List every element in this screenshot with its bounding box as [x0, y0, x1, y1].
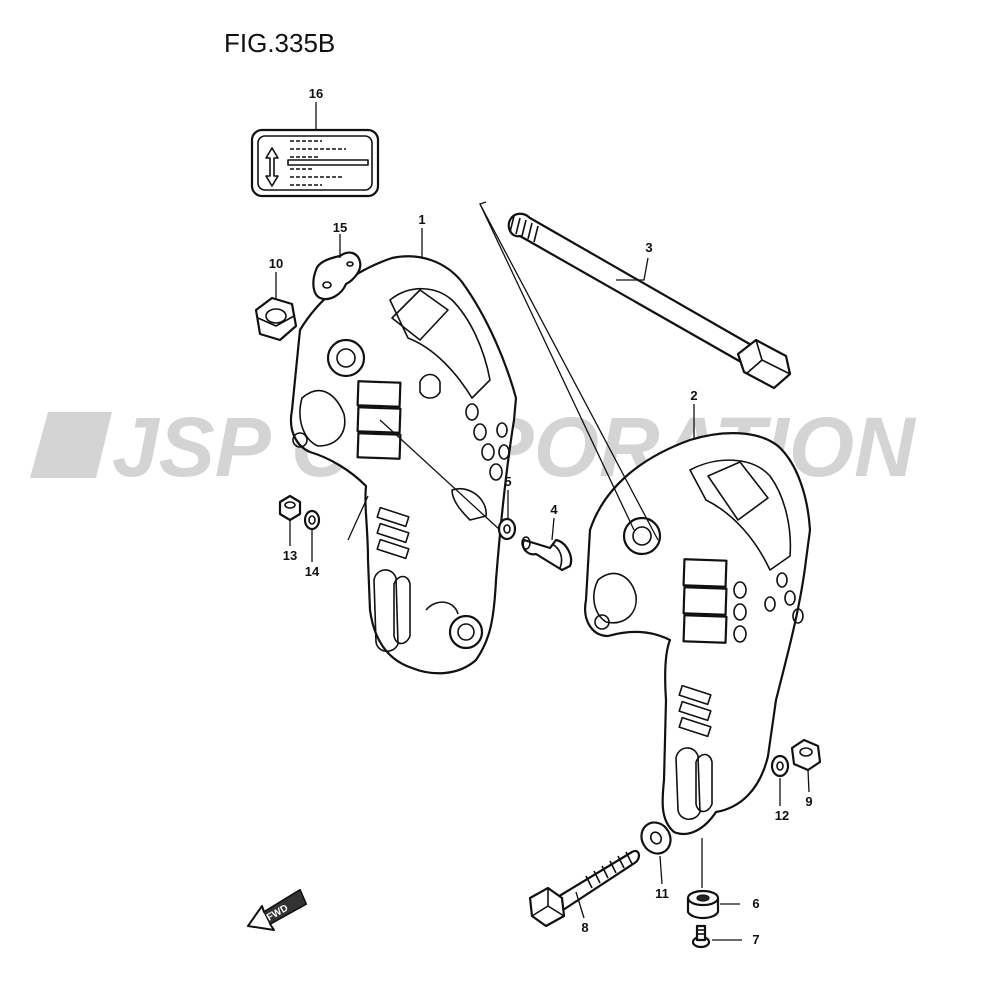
part-2-clamp-bracket-right[interactable] [584, 432, 812, 836]
callout-15[interactable]: 15 [333, 220, 347, 235]
part-9-nut[interactable] [790, 738, 822, 772]
part-14-washer[interactable] [303, 509, 321, 531]
part-6-bushing[interactable] [686, 889, 720, 920]
part-5-washer[interactable] [497, 517, 517, 541]
callout-16[interactable]: 16 [309, 86, 323, 101]
callout-8[interactable]: 8 [581, 920, 588, 935]
part-13-nut[interactable] [278, 494, 302, 522]
callout-2[interactable]: 2 [690, 388, 697, 403]
callout-5[interactable]: 5 [504, 474, 511, 489]
part-12-washer[interactable] [770, 754, 790, 778]
part-15-plate[interactable] [312, 251, 362, 301]
part-16-caution-label[interactable] [250, 128, 380, 198]
part-3-tilt-bolt[interactable] [507, 212, 792, 390]
part-11-washer[interactable] [636, 817, 676, 859]
callout-14[interactable]: 14 [305, 564, 320, 579]
callout-7[interactable]: 7 [752, 932, 759, 947]
part-8-bolt[interactable] [528, 849, 641, 928]
figure-title: FIG.335B [224, 28, 335, 58]
callout-labels: 16 1 15 10 3 2 5 4 13 14 9 12 11 6 7 8 [269, 86, 813, 947]
watermark-logo-mark [30, 412, 112, 478]
callout-10[interactable]: 10 [269, 256, 283, 271]
callout-13[interactable]: 13 [283, 548, 297, 563]
callout-12[interactable]: 12 [775, 808, 789, 823]
leader-lines [275, 102, 810, 941]
part-1-clamp-bracket-left[interactable] [289, 255, 518, 675]
part-10-nut[interactable] [254, 296, 298, 342]
callout-11[interactable]: 11 [655, 886, 669, 901]
callout-9[interactable]: 9 [805, 794, 812, 809]
part-7-screw[interactable] [691, 924, 711, 949]
callout-1[interactable]: 1 [418, 212, 425, 227]
up-down-arrow-icon [265, 147, 279, 187]
callout-4[interactable]: 4 [550, 502, 558, 517]
callout-6[interactable]: 6 [752, 896, 759, 911]
part-4-pin[interactable] [521, 536, 573, 572]
callout-3[interactable]: 3 [645, 240, 652, 255]
forward-direction-arrow: FWD [247, 889, 307, 931]
